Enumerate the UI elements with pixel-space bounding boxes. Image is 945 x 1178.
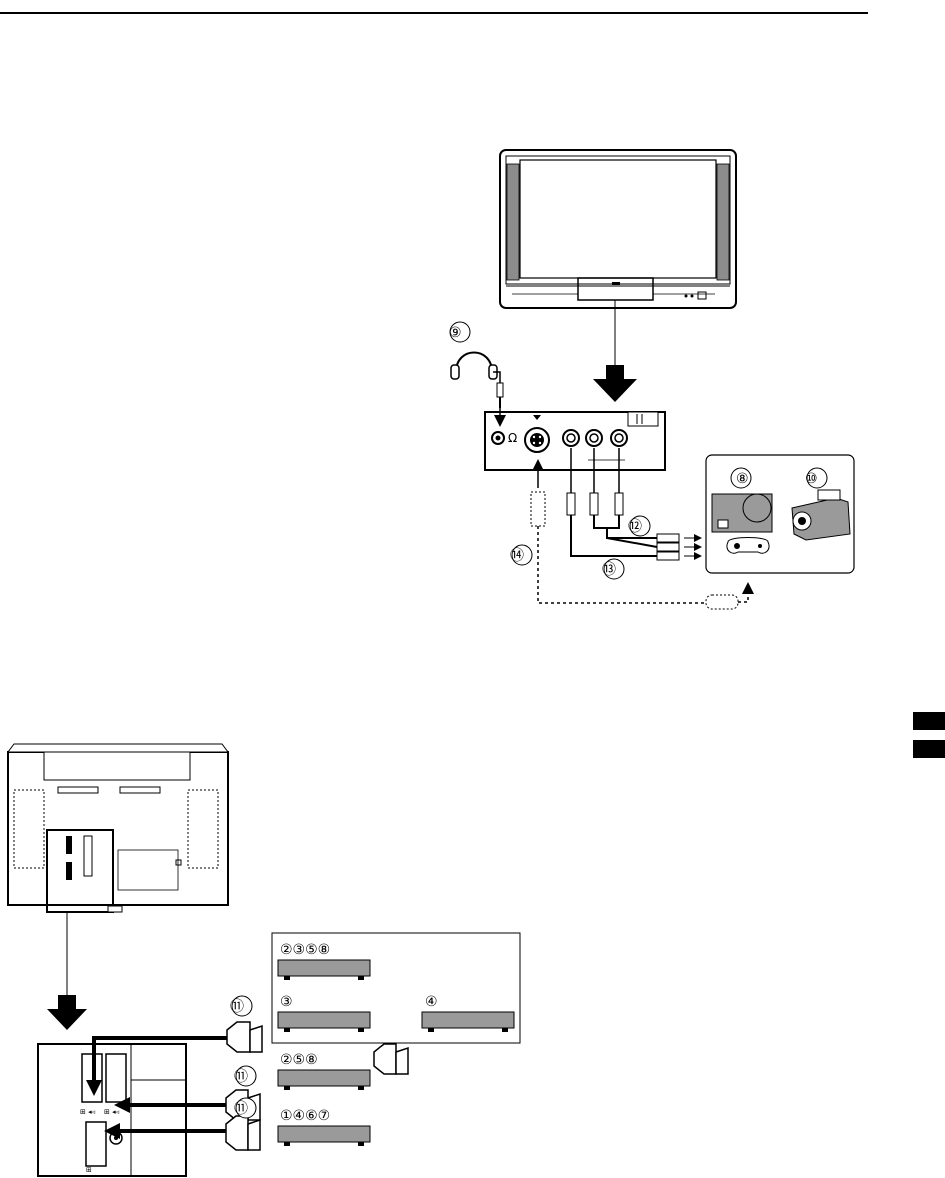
rear-zoom-arrow [47, 912, 87, 1030]
camcorder-label: ⑩ [805, 471, 818, 487]
headphones-icon [451, 353, 503, 409]
scart-plug-4 [374, 1044, 408, 1074]
svideo-cable-label: ⑭ [510, 548, 524, 564]
front-panel-illustration: Ω [485, 412, 665, 470]
svg-text:⊞ ◂◃: ⊞ ◂◃ [80, 1108, 96, 1116]
device-group-label-4: ②⑤⑧ [280, 1052, 318, 1068]
svg-text:⊞ ◂◃: ⊞ ◂◃ [104, 1108, 120, 1116]
scart-cable-label-3: ⑪ [234, 1101, 248, 1117]
scart-plug-3 [226, 1116, 260, 1150]
video-cable-label: ⑬ [602, 562, 616, 578]
av-cable-label: ⑫ [628, 519, 642, 535]
side-tab-2 [913, 740, 945, 758]
front-devices-box [706, 455, 854, 573]
device-group-label-2: ③ [280, 994, 293, 1010]
scart-cable-label-2: ⑪ [234, 1069, 248, 1085]
av-device-5 [278, 1126, 370, 1146]
device-group-label-1: ②③⑤⑧ [280, 942, 330, 958]
device-group-label-5: ①④⑥⑦ [280, 1108, 330, 1124]
svg-text:⊞: ⊞ [86, 1166, 92, 1174]
av-device-4 [278, 1070, 370, 1090]
scart-plug-1 [227, 1022, 262, 1052]
scart-cable-label-1: ⑪ [230, 999, 244, 1015]
svg-text:Ω: Ω [508, 431, 517, 445]
rear-tv-illustration [8, 744, 228, 912]
side-tab-1 [913, 712, 945, 730]
game-console-label: ⑧ [736, 471, 749, 487]
rear-panel-closeup: ⊞ ◂◃ ⊞ ◂◃ ⊞ [38, 1044, 186, 1176]
headphones-label: ⑨ [449, 325, 462, 341]
front-zoom-arrow [593, 300, 637, 402]
front-tv-illustration [500, 150, 736, 308]
device-group-label-3: ④ [425, 994, 438, 1010]
